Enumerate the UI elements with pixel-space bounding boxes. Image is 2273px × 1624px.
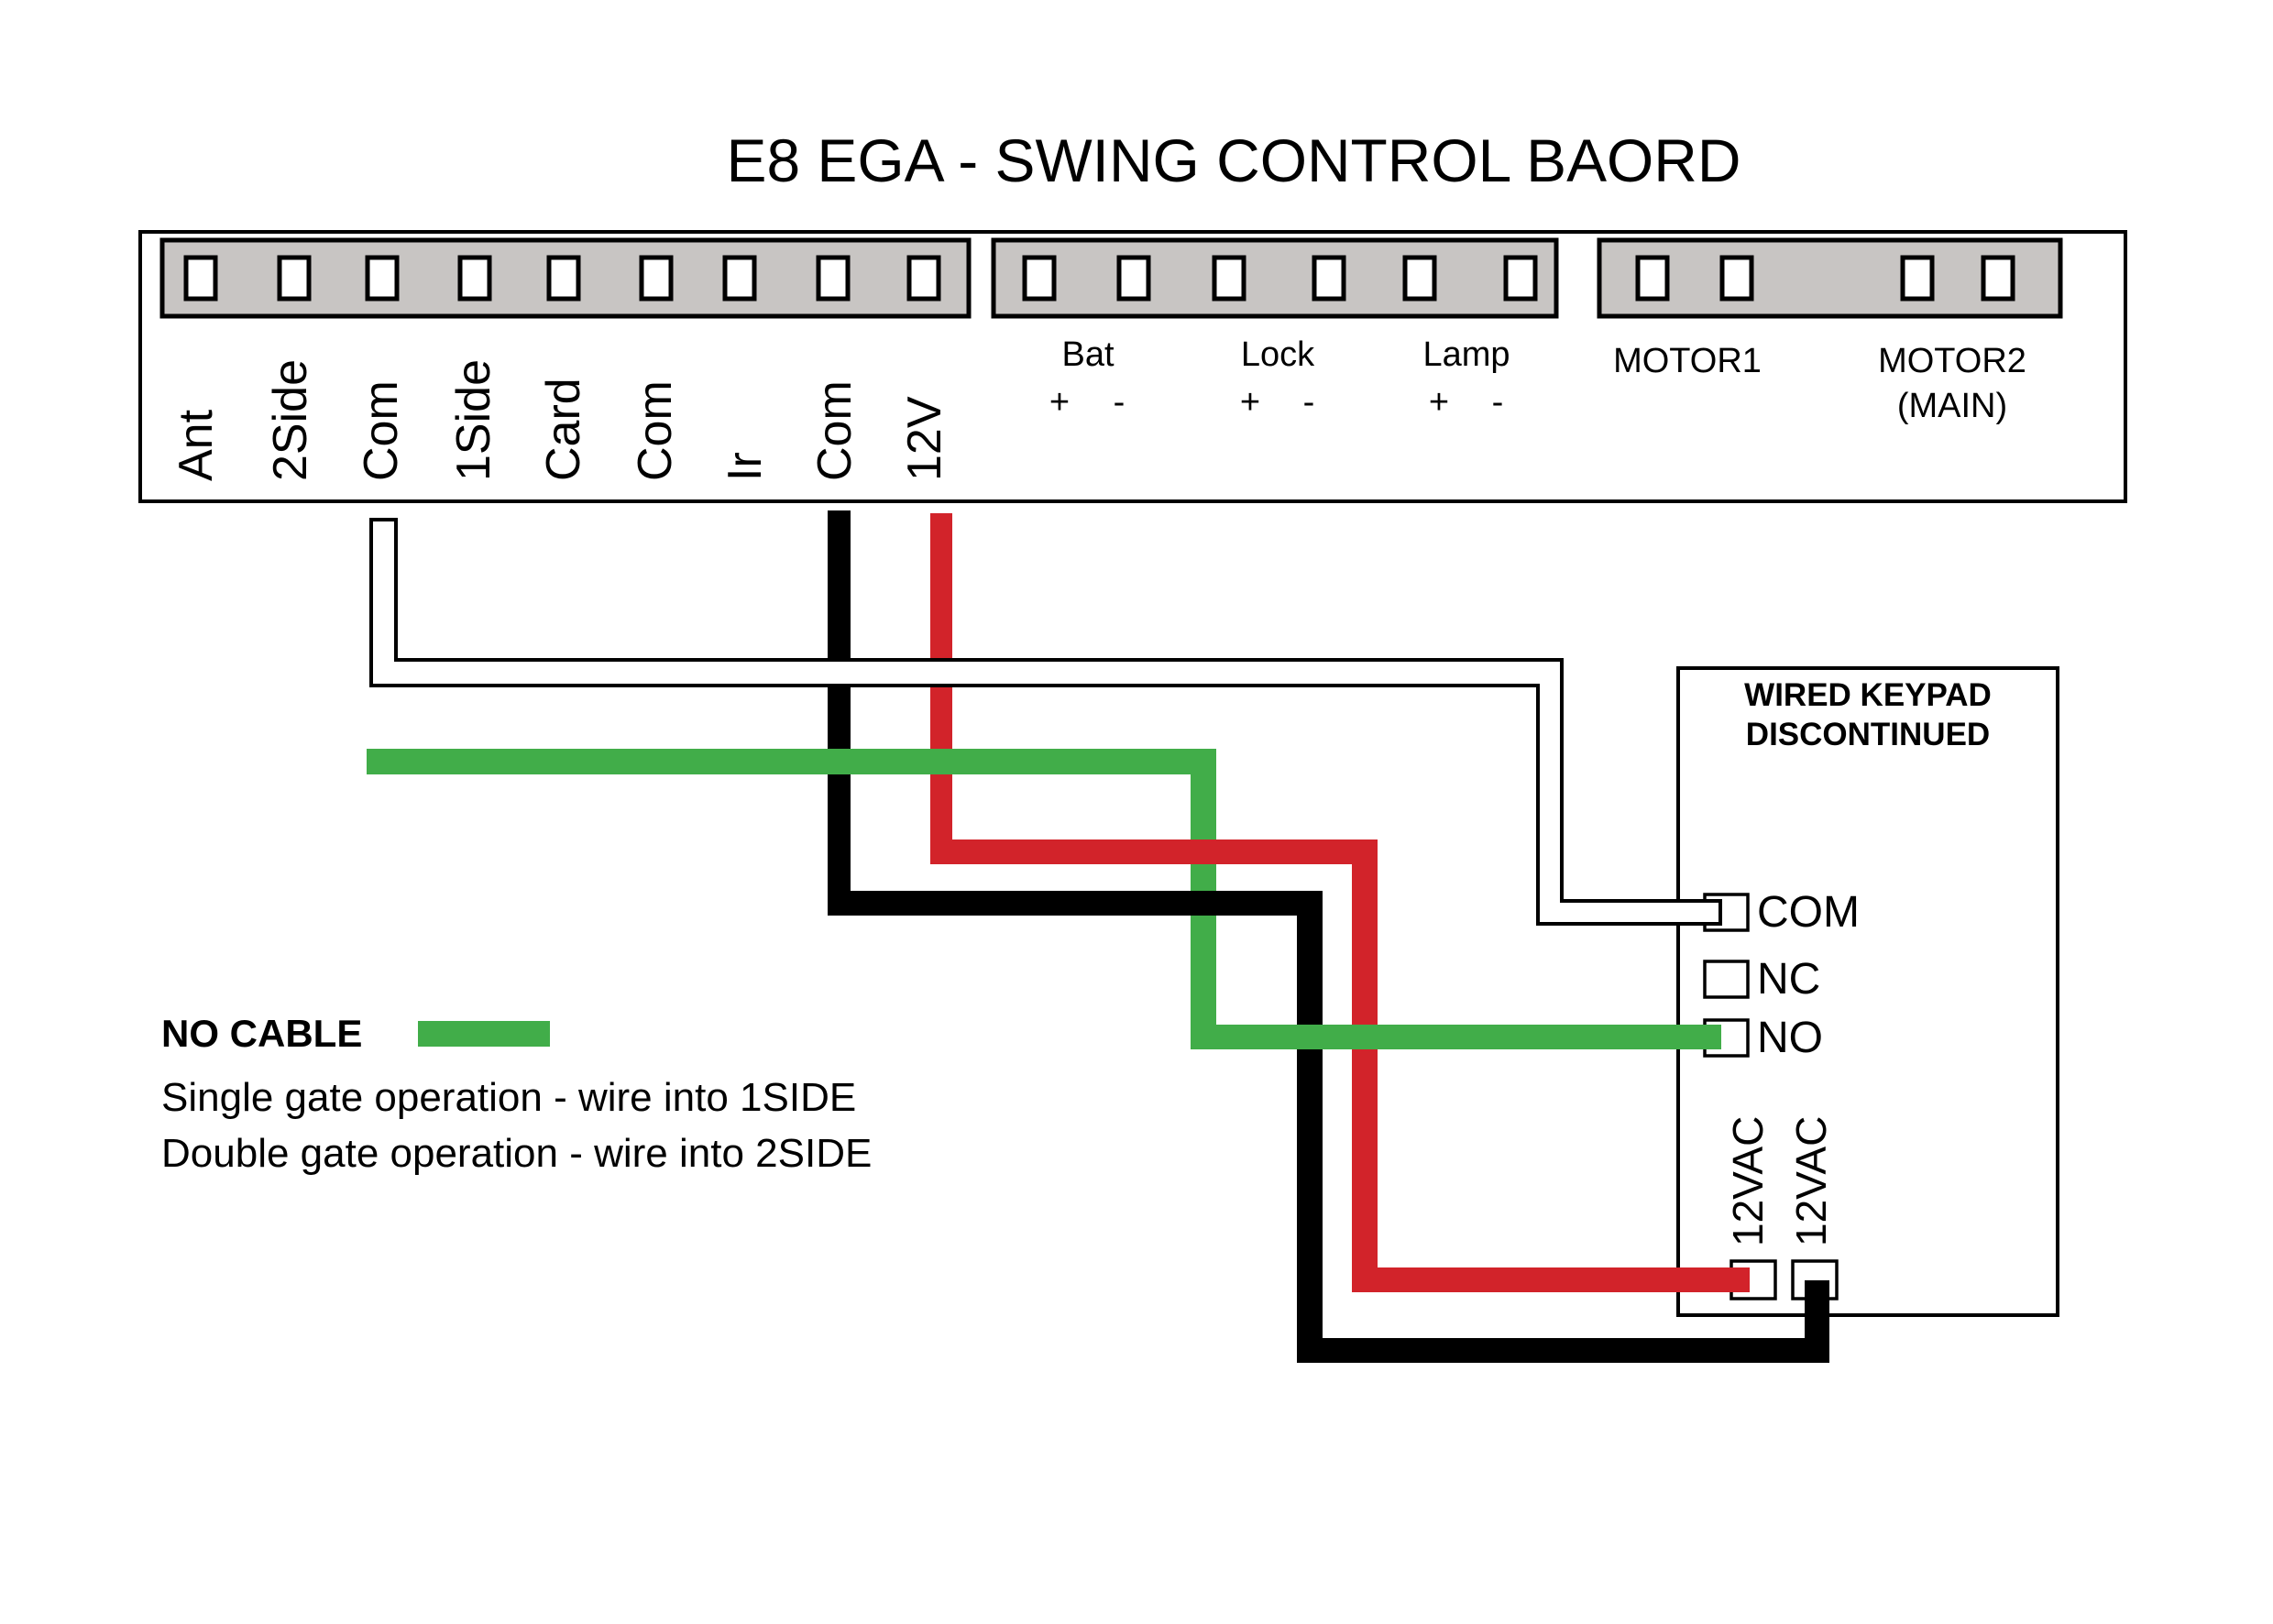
keypad-title-line1: WIRED KEYPAD bbox=[1744, 677, 1992, 713]
legend-heading: NO CABLE bbox=[161, 1012, 362, 1055]
accessory-terminal-4 bbox=[1312, 255, 1346, 302]
wire-red bbox=[930, 513, 1750, 1292]
pin-label-ir: Ir bbox=[719, 452, 772, 481]
wire-green-seg-2a bbox=[1191, 749, 1216, 839]
accessory-terminal-1 bbox=[1022, 255, 1057, 302]
label-lock: Lock bbox=[1241, 335, 1315, 374]
label-motor1: MOTOR1 bbox=[1613, 342, 1762, 380]
accessory-terminal-3 bbox=[1212, 255, 1246, 302]
wire-white-outline bbox=[369, 518, 1722, 926]
pin-label-2side: 2Side bbox=[264, 359, 317, 481]
terminal-strip-motors bbox=[1597, 237, 2063, 319]
input-terminal-2 bbox=[277, 255, 312, 302]
wire-black-seg-1 bbox=[828, 510, 851, 916]
motor-terminal-4 bbox=[1981, 255, 2015, 302]
input-terminal-3 bbox=[365, 255, 400, 302]
keypad-label-com: COM bbox=[1757, 888, 1860, 937]
keypad-label-12vac-2: 12VAC bbox=[1787, 1116, 1835, 1246]
wire-red-seg-2 bbox=[930, 839, 1378, 864]
wire-white-joint-1 bbox=[373, 658, 394, 664]
pin-label-card: Card bbox=[537, 378, 590, 481]
keypad-label-12vac-1: 12VAC bbox=[1724, 1116, 1772, 1246]
input-terminal-1 bbox=[183, 255, 218, 302]
strip-accessories-body bbox=[991, 237, 1559, 319]
wire-white bbox=[369, 518, 1722, 926]
legend-line-double-gate: Double gate operation - wire into 2SIDE bbox=[161, 1131, 872, 1176]
keypad-label-nc: NC bbox=[1757, 955, 1820, 1004]
diagram-title: E8 EGA - SWING CONTROL BAORD bbox=[727, 126, 1741, 194]
wire-green-seg-3 bbox=[1191, 1025, 1721, 1049]
input-terminal-5 bbox=[546, 255, 581, 302]
wire-green-seg-1 bbox=[367, 749, 1216, 774]
accessory-labels: Bat Lock Lamp + - + - + - bbox=[1049, 335, 1510, 422]
motor-terminal-1 bbox=[1635, 255, 1670, 302]
sign-bat-minus: - bbox=[1114, 383, 1126, 422]
label-lamp: Lamp bbox=[1422, 335, 1510, 374]
motor-labels: MOTOR1 MOTOR2 (MAIN) bbox=[1613, 342, 2026, 425]
accessory-terminal-6 bbox=[1503, 255, 1538, 302]
terminal-strip-inputs bbox=[159, 237, 972, 319]
wire-black-seg-4 bbox=[1297, 1338, 1829, 1363]
sign-lamp-plus: + bbox=[1429, 383, 1449, 422]
wire-black-seg-5 bbox=[1805, 1280, 1829, 1363]
keypad-terminal-nc bbox=[1703, 960, 1750, 999]
input-terminal-8 bbox=[816, 255, 851, 302]
label-bat: Bat bbox=[1061, 335, 1114, 374]
wire-black-seg-2 bbox=[828, 891, 1323, 916]
input-terminal-9 bbox=[906, 255, 941, 302]
input-pin-labels: Ant 2Side Com 1Side Card Com Ir Com 12V bbox=[170, 359, 951, 481]
input-terminal-7 bbox=[722, 255, 757, 302]
wire-black-seg-3 bbox=[1297, 891, 1323, 1363]
pin-label-com-1: Com bbox=[355, 380, 408, 481]
pin-label-com-2: Com bbox=[629, 380, 682, 481]
keypad-title-line2: DISCONTINUED bbox=[1746, 717, 1990, 752]
pin-label-com-3: Com bbox=[808, 380, 862, 481]
motor-terminal-2 bbox=[1719, 255, 1754, 302]
terminal-strip-accessories bbox=[991, 237, 1559, 319]
pin-label-12v: 12V bbox=[898, 396, 951, 481]
wire-green-seg-2b bbox=[1191, 864, 1216, 891]
sign-bat-plus: + bbox=[1049, 383, 1070, 422]
legend-green-swatch bbox=[418, 1021, 550, 1047]
wires bbox=[367, 510, 1829, 1363]
pin-label-1side: 1Side bbox=[447, 359, 500, 481]
legend-line-single-gate: Single gate operation - wire into 1SIDE bbox=[161, 1075, 856, 1120]
input-terminal-4 bbox=[457, 255, 492, 302]
wire-white-joint-2 bbox=[1540, 682, 1560, 689]
accessory-terminal-5 bbox=[1402, 255, 1437, 302]
keypad-label-no: NO bbox=[1757, 1014, 1823, 1062]
input-terminal-6 bbox=[639, 255, 674, 302]
label-motor2-main: (MAIN) bbox=[1897, 387, 2007, 425]
motor-terminal-3 bbox=[1900, 255, 1935, 302]
accessory-terminal-2 bbox=[1116, 255, 1151, 302]
wire-black bbox=[828, 510, 1829, 1363]
wire-green bbox=[367, 749, 1721, 1049]
label-motor2: MOTOR2 bbox=[1878, 342, 2026, 380]
sign-lock-minus: - bbox=[1303, 383, 1315, 422]
wire-red-seg-4 bbox=[1352, 1267, 1750, 1292]
wire-red-seg-1 bbox=[930, 513, 952, 864]
pin-label-ant: Ant bbox=[170, 409, 223, 481]
sign-lock-plus: + bbox=[1240, 383, 1260, 422]
sign-lamp-minus: - bbox=[1492, 383, 1504, 422]
wire-red-seg-3 bbox=[1352, 839, 1378, 1292]
legend: NO CABLE Single gate operation - wire in… bbox=[161, 1012, 872, 1176]
